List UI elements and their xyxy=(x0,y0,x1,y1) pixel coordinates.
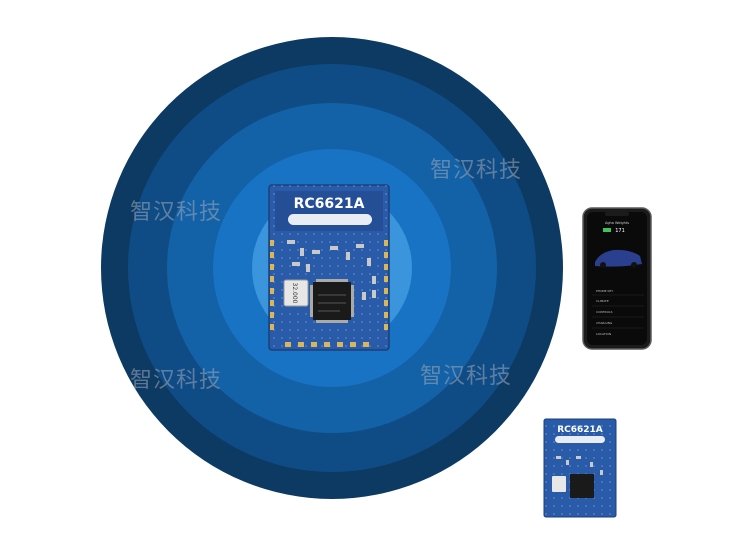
svg-text:CHARGING: CHARGING xyxy=(596,321,613,325)
phone-car-name: Agha Weights xyxy=(605,221,629,225)
chip xyxy=(310,279,354,323)
car-image xyxy=(595,249,642,268)
svg-text:PHONE KEY: PHONE KEY xyxy=(596,289,613,293)
smartphone: Agha Weights 171 PHONE KEY CLIMATE CONTR… xyxy=(582,207,652,350)
ble-module-small: RC6621A xyxy=(543,418,617,518)
svg-text:CONTROLS: CONTROLS xyxy=(596,310,613,314)
svg-text:LOCATION: LOCATION xyxy=(596,332,611,336)
phone-range: 171 xyxy=(615,228,625,234)
phone-menu: PHONE KEY CLIMATE CONTROLS CHARGING LOCA… xyxy=(596,289,613,336)
svg-text:32.000: 32.000 xyxy=(291,283,298,304)
ble-module-large: RC6621A 32.000 xyxy=(268,184,390,351)
antenna-trace xyxy=(288,214,372,225)
module-label-small: RC6621A xyxy=(557,425,603,435)
crystal: 32.000 xyxy=(283,279,309,307)
module-label: RC6621A xyxy=(294,196,365,212)
svg-text:CLIMATE: CLIMATE xyxy=(596,299,609,303)
